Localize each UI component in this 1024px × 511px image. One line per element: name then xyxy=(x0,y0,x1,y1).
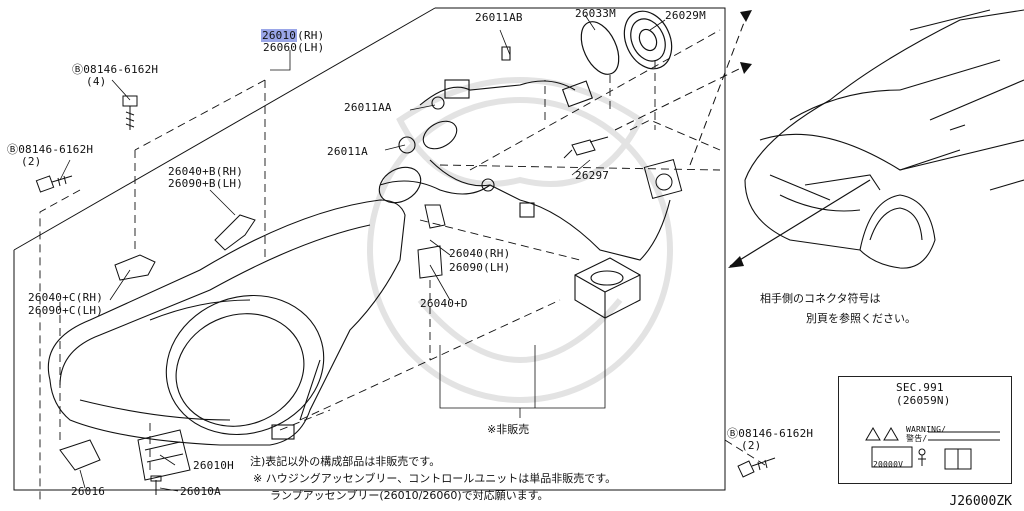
label-26029M: 26029M xyxy=(665,9,706,22)
footnote-2: ※ ハウジングアッセンブリー、コントロールユニットは単品非販売です。 xyxy=(253,472,617,485)
label-26297: 26297 xyxy=(575,169,610,182)
label-26016: 26016 xyxy=(71,485,106,498)
igniter xyxy=(643,159,683,199)
label-bolt-2: Ⓑ08146-6162H xyxy=(7,143,94,156)
label-box-warning-jp: 警告/ xyxy=(906,434,928,443)
dashed-guides xyxy=(39,29,766,500)
label-26040C: 26040+C(RH) xyxy=(28,291,104,304)
label-26040B: 26040+B(RH) xyxy=(168,165,244,178)
label-26090C: 26090+C(LH) xyxy=(28,304,104,317)
connector-note-line2: 別頁を参照ください。 xyxy=(806,312,916,325)
not-sold-note: ※非販売 xyxy=(487,423,530,436)
label-26040D: 26040+D xyxy=(420,297,468,310)
warning-label-graphic xyxy=(865,427,1000,470)
vehicle-illustration xyxy=(744,9,1024,269)
bracket-parts xyxy=(59,204,446,481)
label-box-sec: SEC.991 xyxy=(896,381,944,394)
cap-and-oring xyxy=(580,10,673,75)
label-26060: 26060(LH) xyxy=(263,41,325,54)
label-bolt-1: Ⓑ08146-6162H xyxy=(72,63,159,76)
label-bolt-1-qty: (4) xyxy=(86,75,107,88)
label-26040: 26040(RH) xyxy=(449,247,511,260)
arrow-heads xyxy=(740,10,752,74)
watermark-emblem xyxy=(367,77,673,403)
connector-arrows xyxy=(614,11,749,166)
label-26011AA: 26011AA xyxy=(344,101,392,114)
control-unit xyxy=(574,257,641,319)
assembly-frame xyxy=(13,7,726,491)
car-pointer-head xyxy=(728,256,744,268)
label-bolt-3-qty: (2) xyxy=(741,439,762,452)
label-26011AB: 26011AB xyxy=(475,11,523,24)
label-26090B: 26090+B(LH) xyxy=(168,177,244,190)
car-pointer-line xyxy=(729,179,871,267)
label-26010A: 26010A xyxy=(180,485,221,498)
label-26010H: 26010H xyxy=(193,459,234,472)
label-box-voltage: 20000V xyxy=(873,460,904,469)
headlamp-housing xyxy=(47,199,406,446)
footnote-1: 注)表記以外の構成部品は非販売です。 xyxy=(250,455,441,468)
label-box-warning: WARNING/ xyxy=(906,425,947,434)
label-bolt-3: Ⓑ08146-6162H xyxy=(727,427,814,440)
label-26090: 26090(LH) xyxy=(449,261,511,274)
label-box-part: (26059N) xyxy=(896,394,951,407)
connector-note-line1: 相手側のコネクタ符号は xyxy=(760,292,881,305)
label-26033M: 26033M xyxy=(575,7,616,20)
wiring-harness xyxy=(378,46,671,261)
diagram-code: J26000ZK xyxy=(949,494,1012,509)
footnote-3: ランプアッセンブリー(26010/26060)で対応願います。 xyxy=(270,489,549,502)
xenon-bulb xyxy=(563,136,609,159)
label-26010: 26010(RH) xyxy=(261,29,325,42)
warning-label-box xyxy=(838,376,1012,484)
bolt-icons xyxy=(35,95,776,495)
label-bolt-2-qty: (2) xyxy=(21,155,42,168)
label-26011A: 26011A xyxy=(327,145,368,158)
